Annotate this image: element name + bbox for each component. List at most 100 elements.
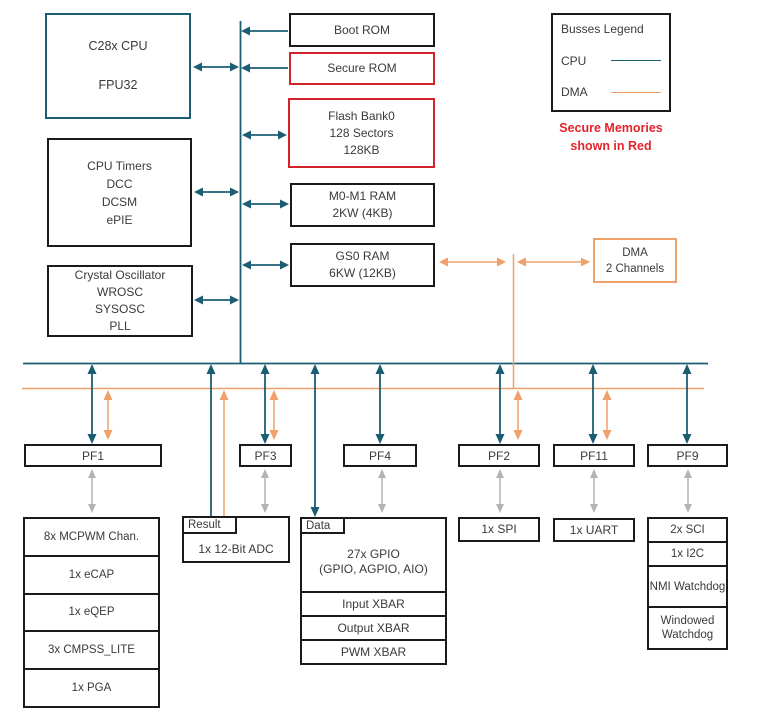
uart-label: 1x UART [569,522,619,537]
arrowhead-left [241,63,250,73]
dma-bus-to-pf3-arrow [269,390,279,440]
analog-pwm-stack: 8x MCPWM Chan. 1x eCAP 1x eQEP 3x CMPSS_… [23,517,160,708]
pf11-to-uart-arrow [590,469,598,513]
c28x-cpu-block: C28x CPU FPU32 [45,13,191,119]
arrowhead-left [194,187,203,197]
cmpss-row: 3x CMPSS_LITE [25,630,158,668]
pf4-block: PF4 [343,444,417,467]
gs0-name-label: GS0 RAM [335,249,390,263]
legend-cpu-row: CPU [561,54,661,68]
arrowhead-down [103,430,113,440]
arrowhead-right [497,257,506,267]
arrowhead-left [517,257,526,267]
cpu-timers-block: CPU Timers DCC DCSM ePIE [47,138,192,247]
pf3-block: PF3 [239,444,292,467]
fpu-label: FPU32 [98,78,138,92]
comm-watchdog-stack: 2x SCI 1x I2C NMI Watchdog Windowed Watc… [647,517,728,650]
gpio-types-label: (GPIO, AGPIO, AIO) [319,562,428,576]
arrowhead-up [682,364,692,374]
legend-dma-row: DMA [561,85,661,99]
flash-name-label: Flash Bank0 [328,108,395,123]
arrowhead-down [513,430,523,440]
pll-label: PLL [109,319,131,333]
oscillator-block: Crystal Oscillator WROSC SYSOSC PLL [47,265,193,337]
adc-result-tab: Result [182,516,237,534]
spi-label: 1x SPI [481,522,517,536]
secure-rom-block: Secure ROM [289,52,435,85]
arrowhead-right [230,295,239,305]
arrowhead-up [378,469,386,478]
pf2-block: PF2 [458,444,540,467]
eqep-row: 1x eQEP [25,592,158,631]
m0m1-size-label: 2KW (4KB) [332,206,393,220]
gs0-to-dma-bus-arrow [439,257,506,267]
pf9-label: PF9 [676,448,699,463]
secure-note-line1: Secure Memories [559,121,663,135]
arrowhead-down [269,430,279,440]
m0m1-name-label: M0-M1 RAM [328,189,397,203]
pf2-label: PF2 [487,448,510,463]
output-xbar-row: Output XBAR [302,615,445,639]
gs0-size-label: 6KW (12KB) [329,266,396,280]
arrowhead-up [261,469,269,478]
secure-rom-to-bus-arrow [241,63,288,73]
pf3-to-adc-arrow [261,469,269,513]
m0m1-ram-to-bus-arrow [242,199,289,209]
gpio-main-section: 27x GPIO (GPIO, AGPIO, AIO) [302,519,445,591]
gpio-block: Data 27x GPIO (GPIO, AGPIO, AIO) Input X… [300,517,447,665]
arrowhead-up [206,364,216,374]
dcsm-label: DCSM [101,194,138,209]
arrowhead-down [495,434,505,444]
arrowhead-up [590,469,598,478]
arrowhead-down [684,504,692,513]
legend-dma-label: DMA [561,85,588,99]
arrowhead-up [588,364,598,374]
pf1-label: PF1 [81,448,104,463]
pf11-label: PF11 [580,448,608,463]
arrowhead-down [602,430,612,440]
dma-bus-to-pf2-arrow [513,390,523,440]
arrowhead-up [496,469,504,478]
windowed-watchdog-row: Windowed Watchdog [649,606,726,648]
secure-rom-label: Secure ROM [327,61,397,75]
crystal-osc-label: Crystal Oscillator [74,268,166,282]
epie-label: ePIE [106,212,133,227]
arrowhead-left [194,295,203,305]
arrowhead-left [242,199,251,209]
nmi-watchdog-row: NMI Watchdog [649,564,726,607]
arrowhead-down [310,507,320,517]
secure-note-line2: shown in Red [570,139,652,153]
arrowhead-left [242,260,251,270]
arrowhead-down [590,504,598,513]
arrowhead-up [495,364,505,374]
secure-memories-note: Secure Memories shown in Red [546,119,676,155]
dma-block: DMA 2 Channels [593,238,677,283]
cpu-bus-to-pf2-arrow [495,364,505,444]
pf1-to-analog-stack-arrow [88,469,96,513]
cpu-label: C28x CPU [88,39,148,53]
arrowhead-right [581,257,590,267]
flash-to-bus-arrow [242,130,287,140]
arrowhead-down [88,504,96,513]
cpu-bus-to-pf9-arrow [682,364,692,444]
dma-bus-to-pf11-arrow [602,390,612,440]
adc-result-to-cpu-bus-arrow [206,364,216,516]
cpu-timers-to-bus-arrow [194,187,239,197]
arrowhead-up [88,469,96,478]
pwm-xbar-row: PWM XBAR [302,639,445,663]
pf9-to-comm-stack-arrow [684,469,692,513]
gpio-count-label: 27x GPIO [347,547,400,561]
arrowhead-down [375,434,385,444]
arrowhead-down [260,434,270,444]
i2c-row: 1x I2C [649,540,726,565]
oscillator-to-bus-arrow [194,295,239,305]
cpu-to-bus-arrow [193,62,239,72]
arrowhead-right [230,62,239,72]
arrowhead-right [280,199,289,209]
pga-row: 1x PGA [25,668,158,706]
arrowhead-up [269,390,279,400]
arrowhead-up [602,390,612,400]
arrowhead-up [260,364,270,374]
